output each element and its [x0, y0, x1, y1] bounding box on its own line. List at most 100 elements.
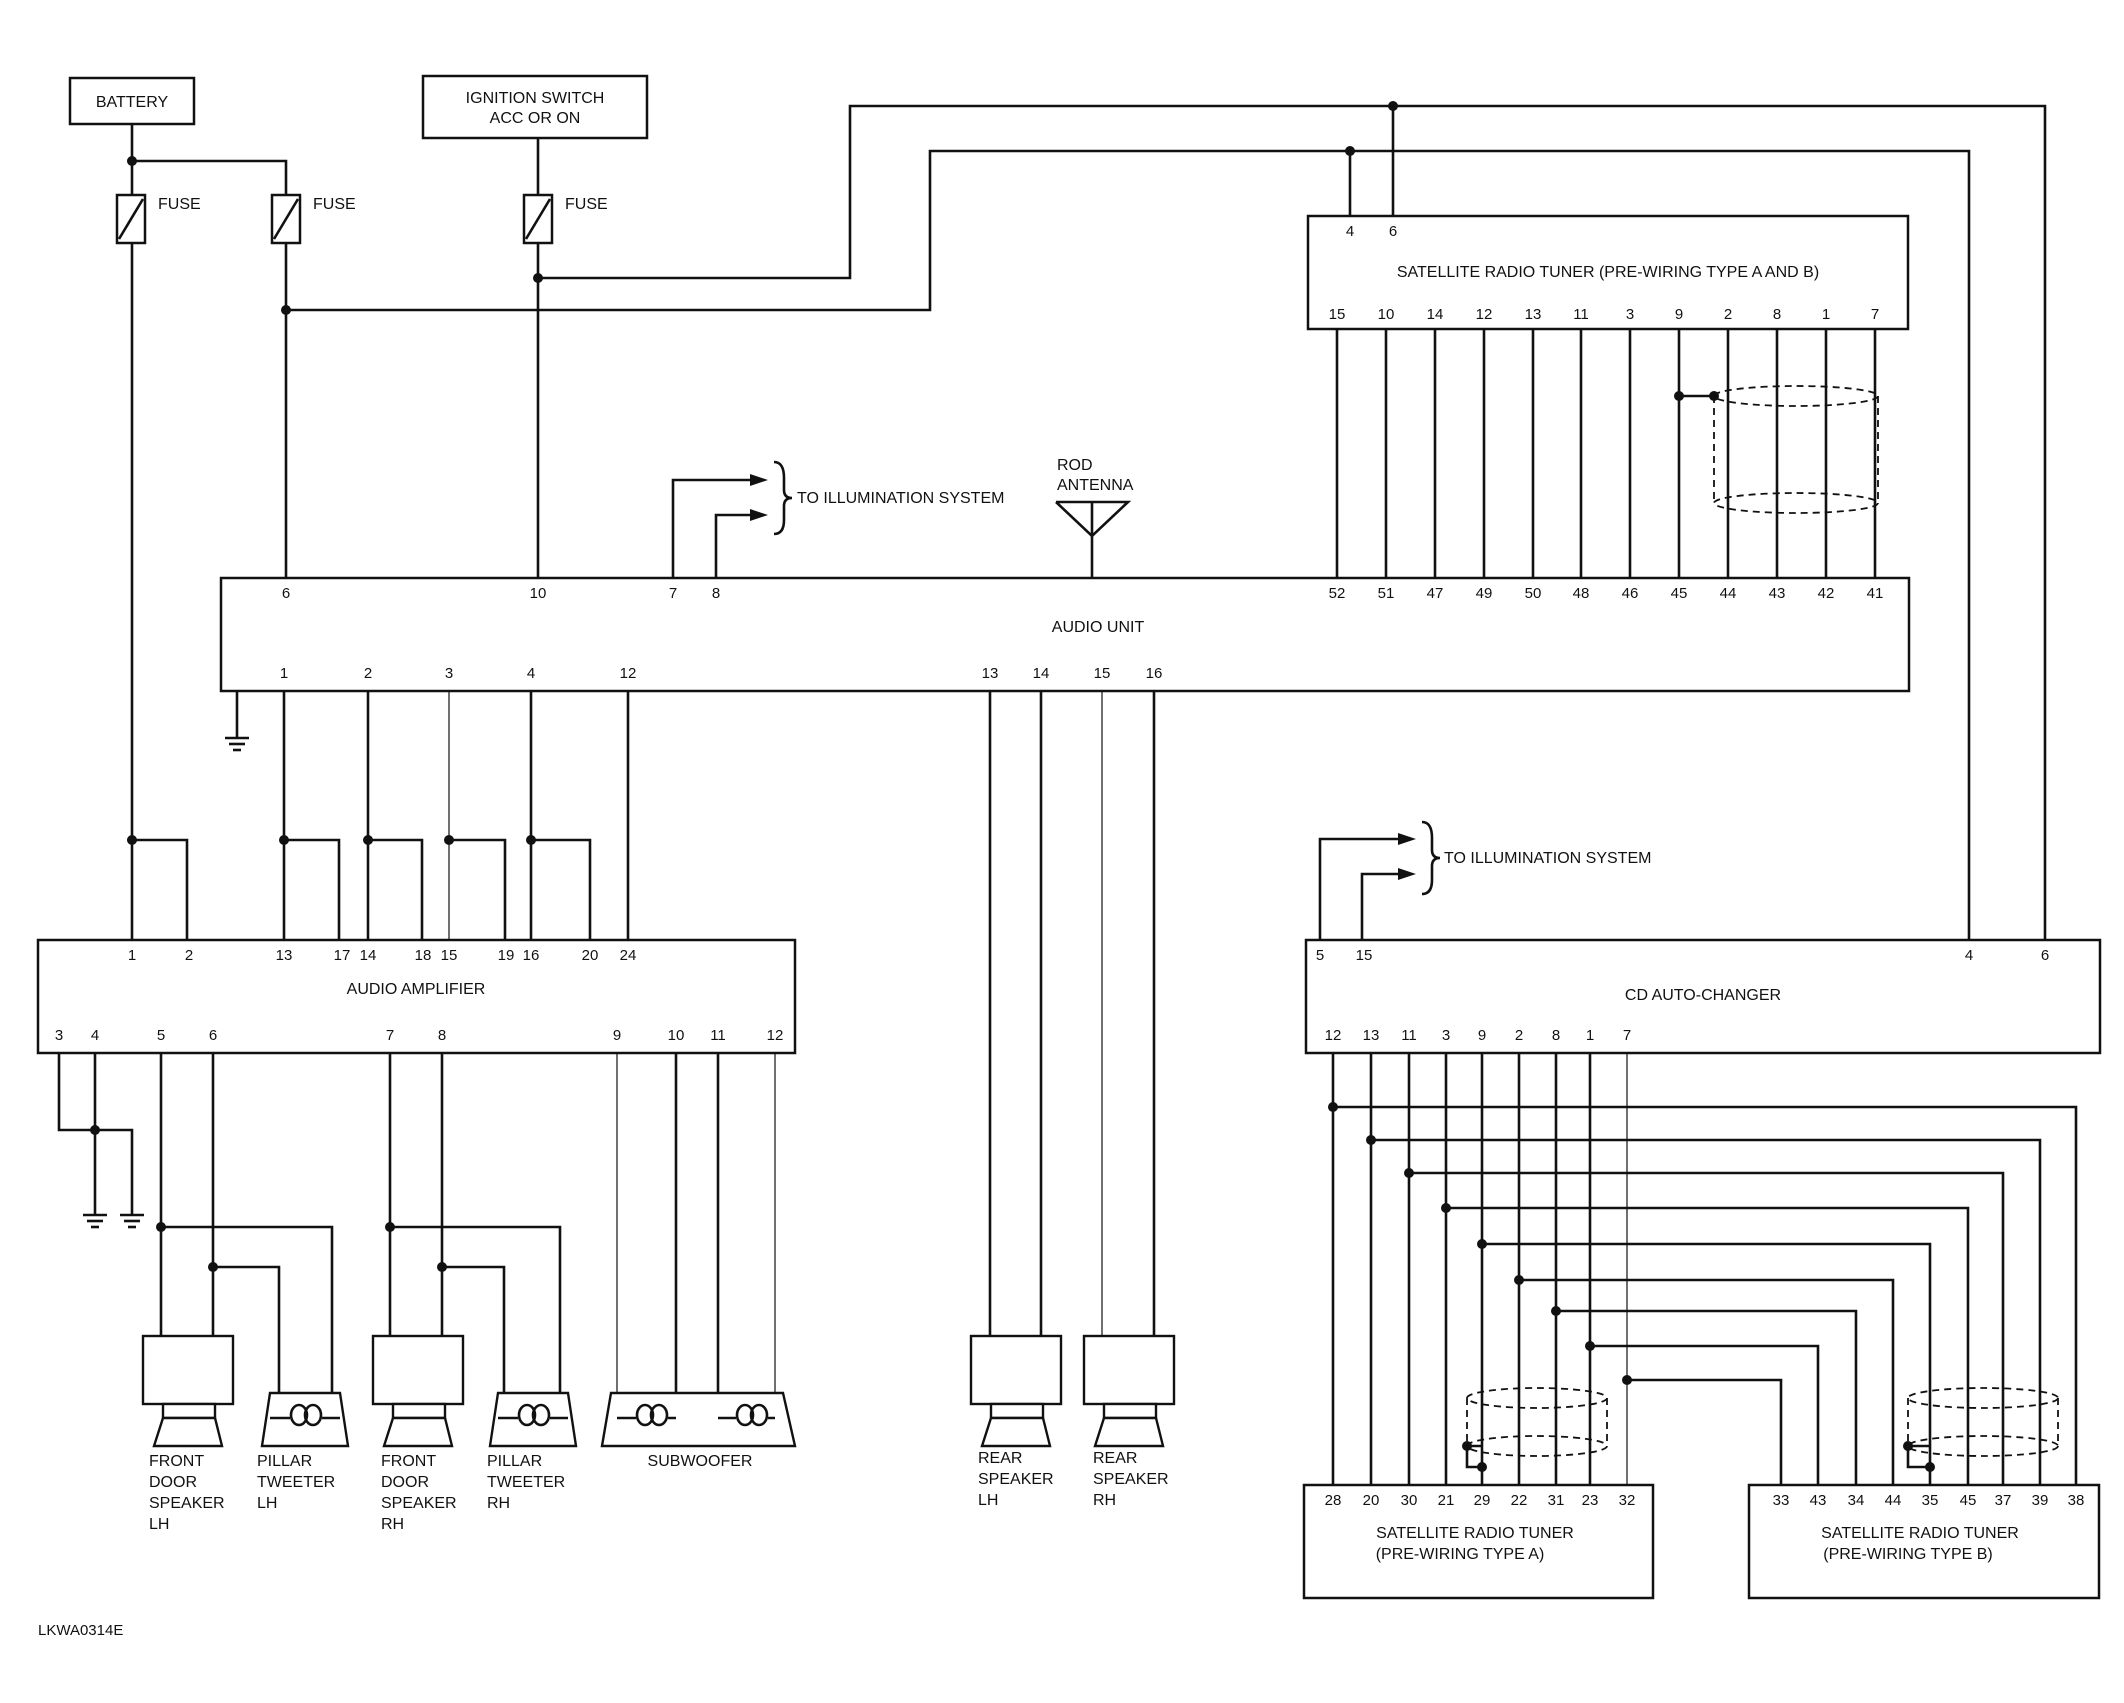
subwoofer-label: SUBWOOFER [648, 1453, 753, 1470]
pin-label: 11 [1401, 1027, 1417, 1044]
pin-label: 23 [1582, 1492, 1599, 1509]
amp-ground-wiring [57, 1053, 134, 1215]
pin-label: 39 [2032, 1492, 2049, 1509]
fuse-1-label: FUSE [158, 196, 201, 213]
label-line: LH [257, 1495, 277, 1512]
pin-label: 5 [157, 1027, 165, 1044]
label-line: REAR [1093, 1450, 1137, 1467]
pin-label: 46 [1622, 585, 1639, 602]
pin-label: 33 [1773, 1492, 1790, 1509]
pin-label: 15 [441, 947, 458, 964]
audio-amplifier: AUDIO AMPLIFIER 1 2 13 17 14 18 15 19 16… [36, 938, 797, 1055]
sat-tuner-a-title: SATELLITE RADIO TUNER [1376, 1525, 1574, 1542]
pin-label: 50 [1525, 585, 1542, 602]
pin-label: 15 [1329, 306, 1346, 323]
pin-label: 11 [1573, 306, 1589, 323]
label-line: FRONT [149, 1453, 204, 1470]
pin-label: 14 [360, 947, 377, 964]
front-rh-wiring [385, 1053, 562, 1393]
pin-label: 6 [282, 585, 290, 602]
pin-label: 12 [1325, 1027, 1342, 1044]
pin-label: 38 [2068, 1492, 2085, 1509]
speaker-icon [1082, 1334, 1176, 1448]
pin-label: 14 [1033, 665, 1050, 682]
label-line: SPEAKER [1093, 1471, 1169, 1488]
label-line: LH [978, 1492, 998, 1509]
pin-label: 49 [1476, 585, 1493, 602]
speaker-icon [371, 1334, 465, 1448]
front-door-speaker-lh-label: FRONT DOOR SPEAKER LH [149, 1453, 225, 1533]
label-line: REAR [978, 1450, 1022, 1467]
pin-label: 16 [523, 947, 540, 964]
pin-label: 5 [1316, 947, 1324, 964]
pin-label: 9 [1478, 1027, 1486, 1044]
pin-label: 1 [280, 665, 288, 682]
pin-label: 8 [712, 585, 720, 602]
label-line: SPEAKER [381, 1495, 457, 1512]
pin-label: 6 [2041, 947, 2049, 964]
pin-label: 3 [55, 1027, 63, 1044]
pin-label: 44 [1720, 585, 1737, 602]
pin-label: 30 [1401, 1492, 1418, 1509]
pin-label: 24 [620, 947, 637, 964]
label-line: SPEAKER [149, 1495, 225, 1512]
label-line: RH [1093, 1492, 1116, 1509]
pin-label: 1 [1822, 306, 1830, 323]
sat-tuner-type-a: 28 20 30 21 29 22 31 23 32 SATELLITE RAD… [1302, 1483, 1655, 1600]
to-illumination-label-top: TO ILLUMINATION SYSTEM [797, 490, 1004, 507]
speaker-icon [141, 1334, 235, 1448]
pin-label: 32 [1619, 1492, 1636, 1509]
pin-label: 9 [613, 1027, 621, 1044]
illumination-arrows-cd: TO ILLUMINATION SYSTEM [1318, 820, 1651, 940]
pin-label: 2 [364, 665, 372, 682]
pin-label: 29 [1474, 1492, 1491, 1509]
ground-icon [120, 1213, 144, 1229]
pin-label: 28 [1325, 1492, 1342, 1509]
sat-tuner-top: SATELLITE RADIO TUNER (PRE-WIRING TYPE A… [1306, 214, 1910, 331]
pin-label: 20 [1363, 1492, 1380, 1509]
sat-tuner-type-b: 33 43 34 44 35 45 37 39 38 SATELLITE RAD… [1747, 1483, 2101, 1600]
antenna-label: ANTENNA [1057, 477, 1134, 494]
pin-label: 42 [1818, 585, 1835, 602]
pin-label: 45 [1671, 585, 1688, 602]
label-line: DOOR [149, 1474, 197, 1491]
sat-tuner-b-subtitle: (PRE-WIRING TYPE B) [1823, 1546, 1993, 1563]
label-line: FRONT [381, 1453, 436, 1470]
pin-label: 7 [1871, 306, 1879, 323]
rear-speaker-lh-label: REAR SPEAKER LH [978, 1450, 1054, 1509]
figure-code: LKWA0314E [38, 1622, 123, 1639]
pin-label: 8 [438, 1027, 446, 1044]
pin-label: 47 [1427, 585, 1444, 602]
tweeter-icon [488, 1391, 578, 1448]
audio-amplifier-title: AUDIO AMPLIFIER [347, 981, 486, 998]
pin-label: 7 [1623, 1027, 1631, 1044]
cd-auto-changer-title: CD AUTO-CHANGER [1625, 987, 1781, 1004]
battery-block: BATTERY [68, 76, 196, 126]
rod-label: ROD [1057, 457, 1093, 474]
power-wiring [127, 101, 2047, 940]
pin-label: 41 [1867, 585, 1884, 602]
pin-label: 2 [1724, 306, 1732, 323]
subwoofer-icon [600, 1391, 797, 1448]
pin-label: 1 [1586, 1027, 1594, 1044]
pin-label: 8 [1552, 1027, 1560, 1044]
pin-label: 12 [767, 1027, 784, 1044]
pin-label: 3 [1442, 1027, 1450, 1044]
ignition-switch-label: IGNITION SWITCH [466, 90, 605, 107]
pin-label: 3 [1626, 306, 1634, 323]
pin-label: 10 [668, 1027, 685, 1044]
ignition-acc-on-label: ACC OR ON [490, 110, 581, 127]
pin-label: 15 [1356, 947, 1373, 964]
label-line: PILLAR [487, 1453, 542, 1470]
unit-amp-wiring [127, 691, 630, 940]
pin-label: 10 [1378, 306, 1395, 323]
pillar-tweeter-rh-label: PILLAR TWEETER RH [487, 1453, 565, 1512]
tweeter-icon [260, 1391, 350, 1448]
pin-label: 12 [620, 665, 637, 682]
pin-label: 2 [1515, 1027, 1523, 1044]
pin-label: 13 [982, 665, 999, 682]
pin-label: 52 [1329, 585, 1346, 602]
fuse-3: FUSE [522, 193, 608, 245]
pin-label: 13 [1525, 306, 1542, 323]
